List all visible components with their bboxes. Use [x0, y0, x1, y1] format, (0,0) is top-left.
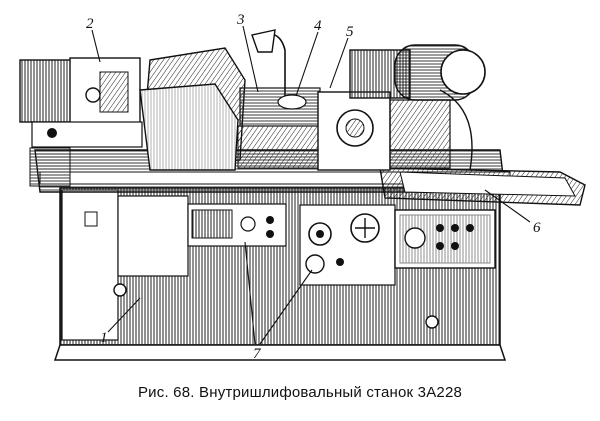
control-panel-left — [187, 203, 287, 247]
callout-4: 4 — [314, 18, 322, 34]
base-bolts — [84, 211, 439, 329]
callout-leaders — [91, 25, 531, 345]
callout-7: 7 — [253, 346, 262, 362]
callout-3: 3 — [236, 12, 245, 28]
machine-base — [53, 187, 507, 361]
figure-caption: Рис. 68. Внутришлифовальный станок 3А228 — [137, 384, 463, 401]
callout-5: 5 — [346, 24, 354, 40]
grinding-head — [317, 44, 486, 171]
spindle-area — [237, 87, 321, 169]
callout-1: 1 — [100, 330, 108, 346]
callout-labels: 1 2 3 4 5 6 7 — [86, 12, 541, 362]
chuck-guard — [139, 47, 246, 171]
callout-6: 6 — [533, 220, 541, 236]
work-lamp — [251, 29, 286, 100]
electrical-panel — [394, 209, 496, 269]
callout-2: 2 — [86, 16, 94, 32]
table-extension — [379, 167, 586, 206]
workhead — [19, 57, 143, 187]
control-panel-center — [305, 213, 380, 274]
